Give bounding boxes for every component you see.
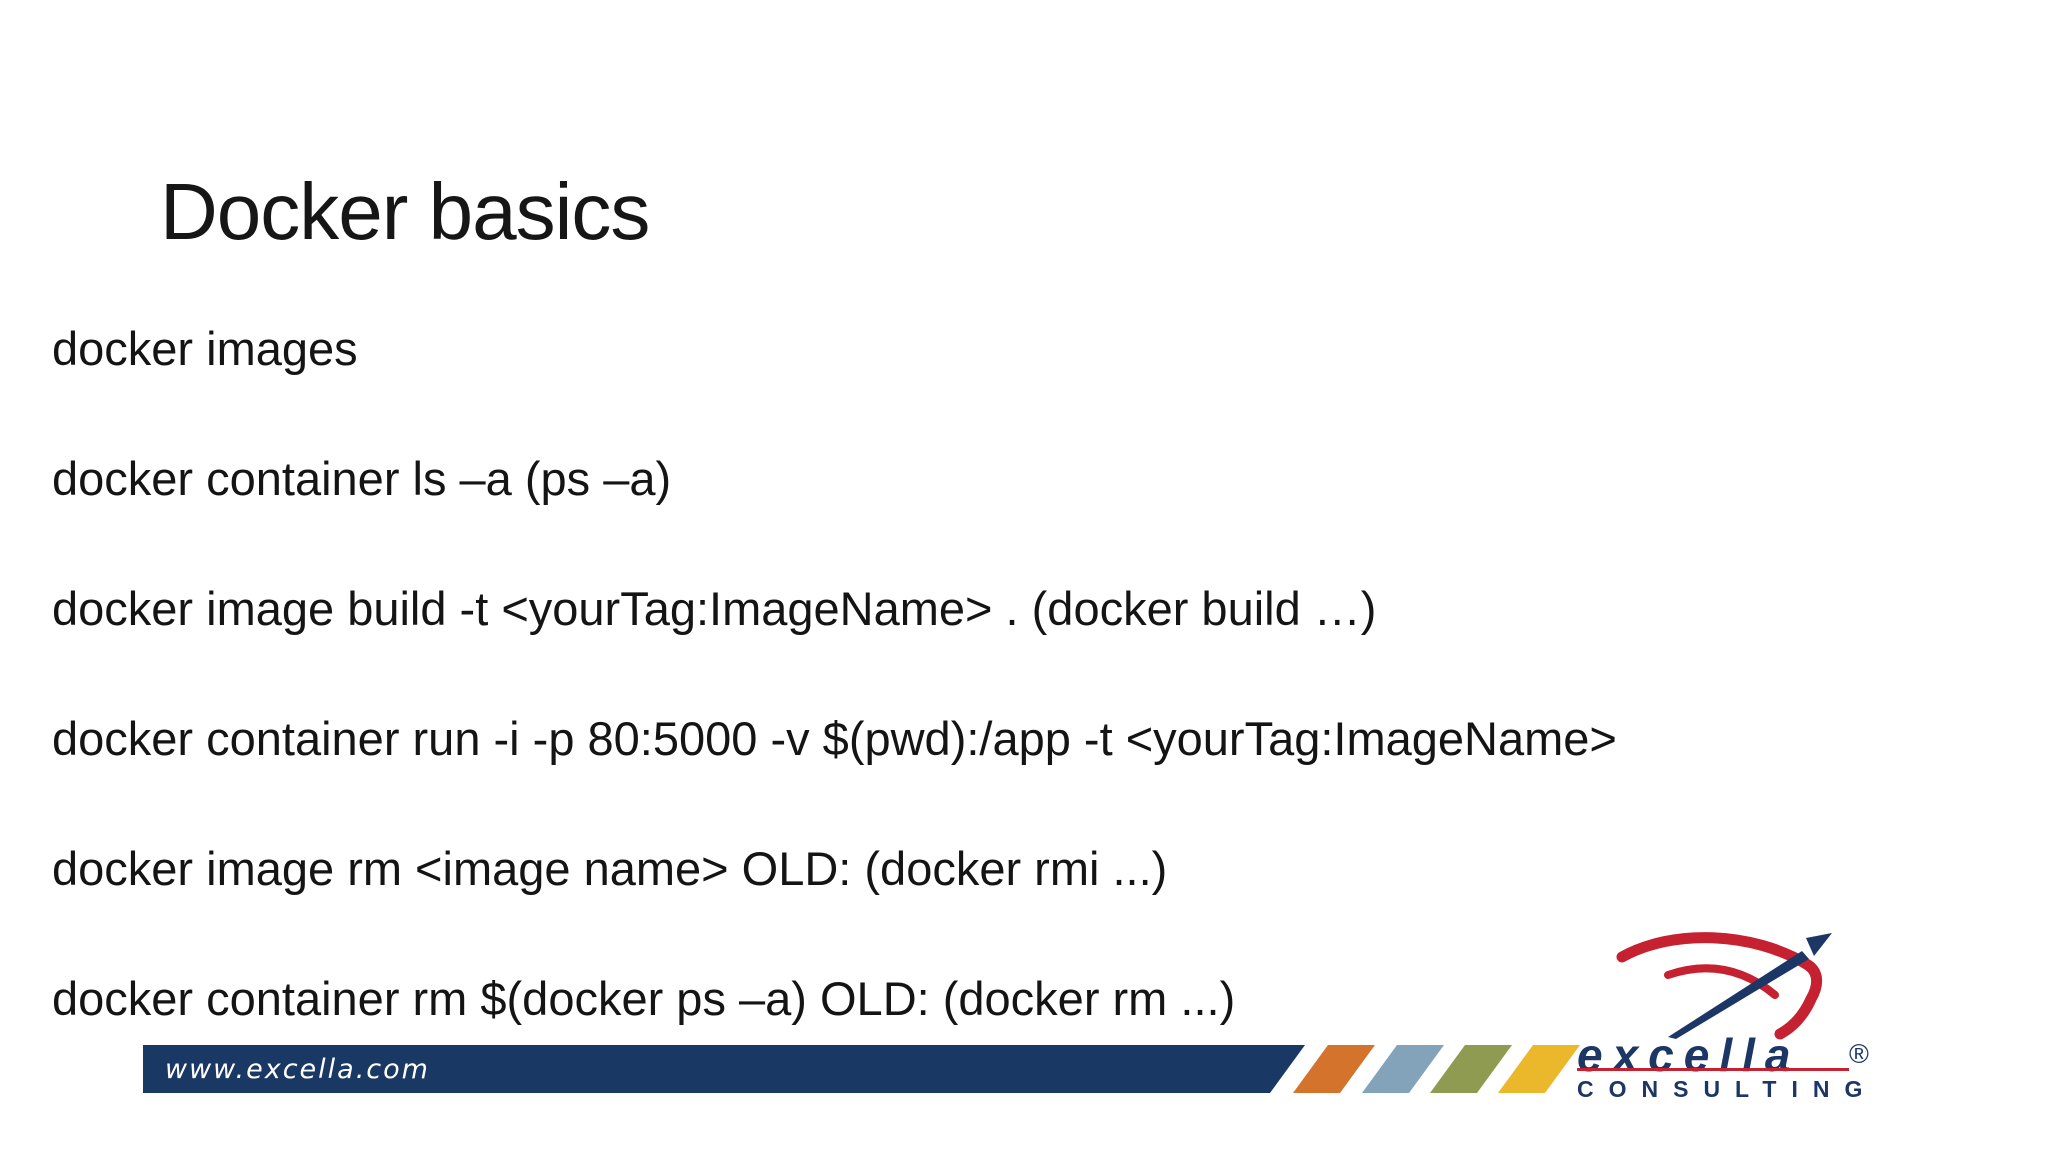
slide-title: Docker basics	[160, 166, 650, 256]
command-line: docker images	[52, 321, 358, 375]
command-list: docker images docker container ls –a (ps…	[52, 283, 1617, 1063]
excella-swoosh-arrow-icon	[1616, 932, 1832, 1040]
command-line: docker container run -i -p 80:5000 -v $(…	[52, 711, 1617, 765]
excella-logo: excella ® CONSULTING	[1577, 925, 1887, 1105]
command-line: docker image rm <image name> OLD: (docke…	[52, 841, 1168, 895]
brand-tagline: CONSULTING	[1577, 1076, 1878, 1102]
command-line: docker image build -t <yourTag:ImageName…	[52, 581, 1377, 635]
command-line: docker container ls –a (ps –a)	[52, 451, 672, 505]
footer-bar: www.excella.com	[143, 1045, 1305, 1093]
brand-divider	[1577, 1068, 1849, 1071]
brand-name: excella	[1577, 1029, 1801, 1081]
registered-trademark-icon: ®	[1849, 1039, 1869, 1069]
website-url: www.excella.com	[165, 1053, 430, 1085]
command-line: docker container rm $(docker ps –a) OLD:…	[52, 971, 1236, 1025]
